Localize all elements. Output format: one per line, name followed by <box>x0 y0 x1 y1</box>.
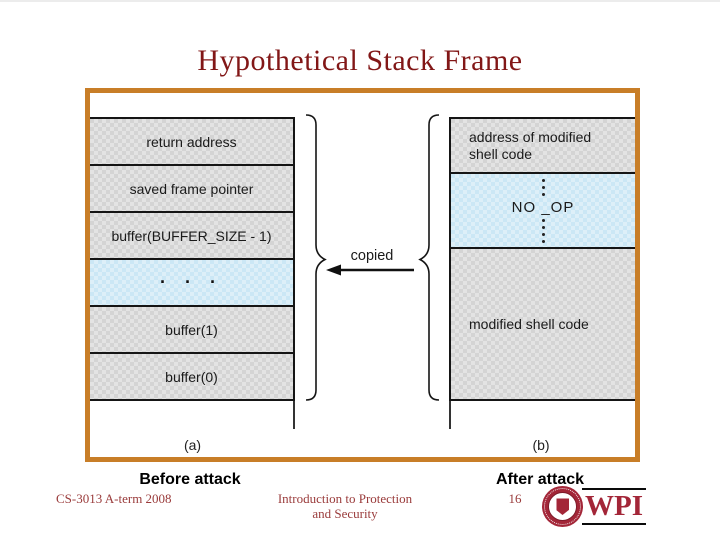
extension-line-right <box>449 401 451 429</box>
vertical-dot <box>541 192 545 196</box>
braces-and-arrow <box>305 114 440 401</box>
cell-label: buffer(0) <box>165 368 218 385</box>
stack-after: address of modified shell code NO _OP mo… <box>449 117 635 401</box>
seal-inner <box>548 492 577 521</box>
subfigure-label-a: (a) <box>183 437 202 453</box>
wpi-logo: WPI <box>542 484 654 530</box>
cell-label: NO _OP <box>511 198 575 216</box>
left-brace <box>305 114 327 401</box>
stack-cell-address-of-shell-code: address of modified shell code <box>451 119 635 174</box>
extension-line-left <box>293 401 295 429</box>
vertical-dot <box>541 218 545 222</box>
stack-cell-return-address: return address <box>90 119 293 166</box>
cell-label: return address <box>146 133 237 150</box>
stack-cell-saved-frame-pointer: saved frame pointer <box>90 166 293 213</box>
cell-label: address of modified shell code <box>469 128 592 162</box>
footer-lecture-line1: Introduction to Protection <box>277 491 413 506</box>
copied-label: copied <box>350 248 394 264</box>
stack-cell-buffer-top: buffer(BUFFER_SIZE - 1) <box>90 213 293 260</box>
seal-ring <box>544 488 581 525</box>
horizontal-dots: · · · <box>160 272 223 292</box>
wpi-wordmark: WPI <box>582 488 646 525</box>
vertical-dot <box>541 239 545 243</box>
stack-cell-modified-shell-code: modified shell code <box>451 249 635 401</box>
stack-cell-buffer-1: buffer(1) <box>90 307 293 354</box>
seal-shield-icon <box>556 498 569 515</box>
vertical-dot <box>541 185 545 189</box>
before-attack-caption: Before attack <box>139 471 241 488</box>
diagram-frame: return address saved frame pointer buffe… <box>85 88 640 462</box>
stack-cell-ellipsis: · · · <box>90 260 293 307</box>
after-attack-caption: After attack <box>495 471 585 488</box>
stack-cell-no-op-sled: NO _OP <box>451 174 635 249</box>
vertical-dot <box>541 225 545 229</box>
stack-cell-buffer-0: buffer(0) <box>90 354 293 401</box>
wpi-seal-icon <box>542 486 583 527</box>
cell-label: buffer(1) <box>165 321 218 338</box>
footer-course: CS-3013 A-term 2008 <box>56 491 172 506</box>
vertical-dot <box>541 232 545 236</box>
stack-before: return address saved frame pointer buffe… <box>90 117 295 401</box>
slide-title: Hypothetical Stack Frame <box>197 44 523 77</box>
footer-lecture-title: Introduction to Protection and Security <box>245 491 445 521</box>
cell-label: saved frame pointer <box>129 180 254 197</box>
vertical-dot <box>541 178 545 182</box>
footer-lecture-line2: and Security <box>312 506 378 521</box>
subfigure-label-b: (b) <box>532 437 550 453</box>
right-brace <box>418 114 440 401</box>
cell-label: modified shell code <box>469 316 589 332</box>
page-number: 16 <box>508 491 522 506</box>
copy-arrow-head <box>326 264 341 276</box>
cell-label: buffer(BUFFER_SIZE - 1) <box>111 227 272 244</box>
